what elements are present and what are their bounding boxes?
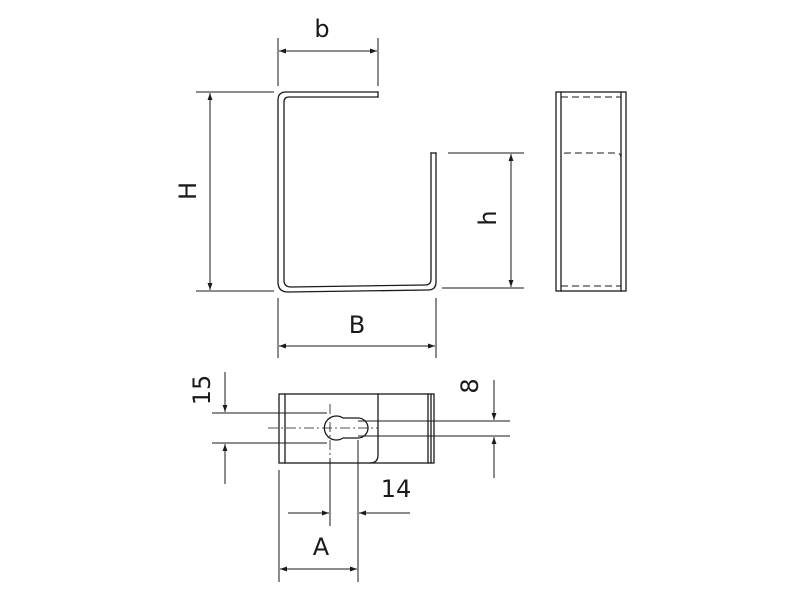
dimension-14-label: 14 [381, 475, 412, 503]
dimension-14: 14 [288, 440, 411, 582]
dimension-8: 8 [358, 378, 510, 478]
bracket-inner-profile [283, 96, 432, 288]
dimension-15: 15 [188, 372, 327, 484]
dimension-A: A [278, 470, 357, 582]
top-view [268, 393, 435, 464]
keyhole-slot [323, 415, 369, 441]
dimension-h: h [442, 152, 524, 289]
dimension-15-label: 15 [188, 375, 216, 406]
dimension-B-label: B [349, 311, 365, 339]
dimension-b: b [277, 15, 379, 86]
top-view-flange-outline [369, 393, 379, 464]
top-view-outline [278, 393, 435, 464]
dimension-B: B [277, 298, 437, 358]
dimension-8-label: 8 [456, 378, 484, 393]
front-view: b H h B [174, 15, 524, 358]
bracket-outer-profile [277, 91, 437, 293]
dimension-h-label: h [474, 210, 502, 225]
dimension-H: H [174, 91, 274, 292]
dimension-A-label: A [313, 533, 330, 561]
dimension-H-label: H [174, 182, 202, 200]
side-view-flange-hidden [560, 152, 622, 163]
dimension-b-label: b [314, 15, 329, 43]
side-view [555, 91, 627, 292]
side-view-outline [555, 91, 627, 292]
